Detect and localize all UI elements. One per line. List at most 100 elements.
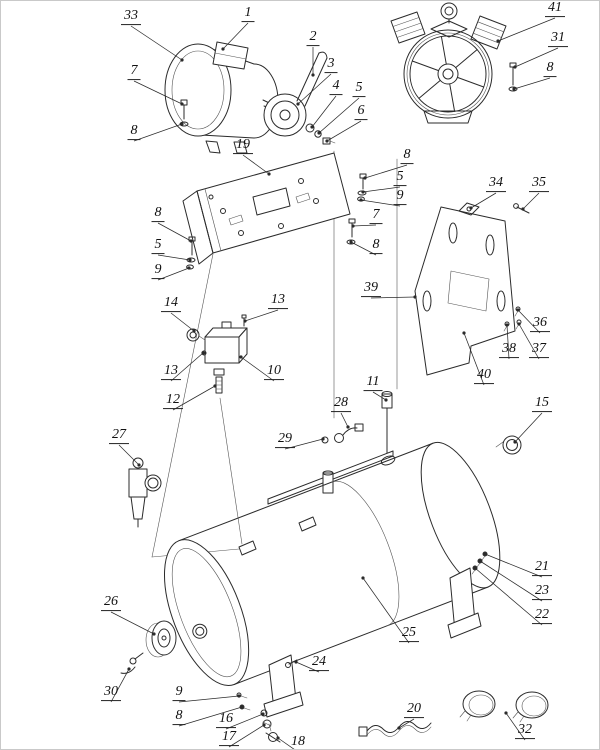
callout-leader-line-8 <box>350 241 377 256</box>
part-callout-23: 23 <box>532 583 552 601</box>
part-callout-30: 30 <box>101 684 121 702</box>
callout-leader-line-41 <box>497 17 556 42</box>
callout-leader-dot-5 <box>361 190 365 194</box>
tank-left-leg <box>236 654 304 718</box>
callout-leader-line-36 <box>517 309 541 334</box>
callout-leader-dot-32 <box>504 711 508 715</box>
callout-leader-dot-22 <box>473 566 477 570</box>
callout-leader-dot-8 <box>363 176 367 180</box>
tank-plug <box>495 435 522 455</box>
callout-leader-dot-10 <box>239 355 243 359</box>
callout-leader-line-5 <box>318 97 360 134</box>
part-callout-35: 35 <box>529 175 549 193</box>
part-callout-5: 5 <box>151 237 165 255</box>
callout-leader-line-32 <box>505 712 526 741</box>
callout-leader-dot-2 <box>311 73 315 77</box>
part-callout-9: 9 <box>151 262 165 280</box>
callout-leader-line-12 <box>172 385 216 411</box>
part-callout-19: 19 <box>233 137 253 155</box>
callout-leader-dot-8 <box>349 240 353 244</box>
part-callout-33: 33 <box>121 8 141 26</box>
callout-leader-line-9 <box>157 267 190 281</box>
part-callout-34: 34 <box>486 175 506 193</box>
callout-leader-dot-9 <box>187 266 191 270</box>
callout-leader-dot-12 <box>213 384 217 388</box>
callout-leader-line-27 <box>118 444 140 466</box>
pulley-hardware <box>305 123 336 145</box>
part-callout-3: 3 <box>324 56 338 74</box>
callout-leader-dot-33 <box>180 58 184 62</box>
callout-leader-dot-4 <box>310 125 314 129</box>
callout-leader-dot-20 <box>397 726 401 730</box>
callout-leader-line-5 <box>362 186 401 193</box>
part-callout-16: 16 <box>216 711 236 729</box>
axle-pin <box>120 652 144 674</box>
part-callout-28: 28 <box>331 395 351 413</box>
part-callout-9: 9 <box>172 684 186 702</box>
callout-leader-line-37 <box>518 323 540 360</box>
wheel <box>145 620 177 658</box>
callout-leader-line-13 <box>170 352 204 382</box>
callout-leader-dot-7 <box>351 224 355 228</box>
callout-leader-line-1 <box>222 22 249 50</box>
callout-leader-dot-14 <box>192 329 196 333</box>
callout-leader-line-15 <box>514 412 543 443</box>
part-callout-4: 4 <box>329 78 343 96</box>
callout-leader-dot-1 <box>221 47 225 51</box>
callout-leader-dot-8 <box>189 239 193 243</box>
callout-leader-line-34 <box>470 192 497 209</box>
callout-leader-line-26 <box>110 611 155 635</box>
part-callout-40: 40 <box>474 367 494 385</box>
part-callout-8: 8 <box>127 123 141 141</box>
part-callout-41: 41 <box>545 1 565 18</box>
callout-leader-dot-23 <box>478 559 482 563</box>
callout-leader-dot-38 <box>505 323 509 327</box>
part-callout-10: 10 <box>264 363 284 381</box>
part-callout-13: 13 <box>161 363 181 381</box>
callout-leader-dot-9 <box>359 198 363 202</box>
part-callout-15: 15 <box>532 395 552 413</box>
callout-leader-dot-8 <box>240 705 244 709</box>
part-callout-37: 37 <box>529 341 549 359</box>
callout-leader-line-17 <box>228 724 265 748</box>
callout-leader-line-8 <box>157 222 192 242</box>
callout-leader-line-25 <box>362 577 410 644</box>
pump-mount-bolt <box>508 62 518 92</box>
part-callout-18: 18 <box>288 734 308 749</box>
callout-leader-line-7 <box>352 224 377 227</box>
callout-leader-dot-27 <box>137 463 141 467</box>
callout-leader-line-13 <box>244 309 279 322</box>
callout-leader-line-8 <box>178 706 243 727</box>
part-callout-32: 32 <box>515 722 535 740</box>
callout-leader-line-35 <box>522 192 540 210</box>
callout-leader-line-23 <box>479 560 543 602</box>
motor-bolt-left <box>179 99 189 127</box>
callout-leader-dot-5 <box>188 258 192 262</box>
callout-leader-dot-40 <box>462 331 466 335</box>
motor-pulley <box>263 93 307 137</box>
callout-leader-line-5 <box>157 254 191 261</box>
callout-leader-dot-37 <box>517 322 521 326</box>
callout-leader-dot-13 <box>243 319 247 323</box>
callout-leader-dot-15 <box>513 440 517 444</box>
part-callout-5: 5 <box>393 169 407 187</box>
callout-leader-dot-30 <box>127 667 131 671</box>
callout-leader-line-9 <box>178 695 240 703</box>
callout-leader-dot-3 <box>296 102 300 106</box>
callout-leader-dot-25 <box>361 576 365 580</box>
callout-leader-dot-34 <box>469 206 473 210</box>
callout-leader-dot-41 <box>496 39 500 43</box>
callout-leader-dot-28 <box>346 425 350 429</box>
part-callout-25: 25 <box>399 625 419 643</box>
callout-leader-dot-36 <box>516 308 520 312</box>
mounting-plate <box>182 152 351 265</box>
tank-pads <box>238 516 317 556</box>
part-callout-8: 8 <box>400 147 414 165</box>
callout-leader-line-21 <box>484 553 543 578</box>
part-callout-20: 20 <box>404 701 424 719</box>
callout-leader-line-28 <box>340 412 349 428</box>
callout-leader-line-38 <box>506 324 510 360</box>
part-callout-1: 1 <box>241 5 255 23</box>
callout-leader-line-8 <box>364 164 408 179</box>
